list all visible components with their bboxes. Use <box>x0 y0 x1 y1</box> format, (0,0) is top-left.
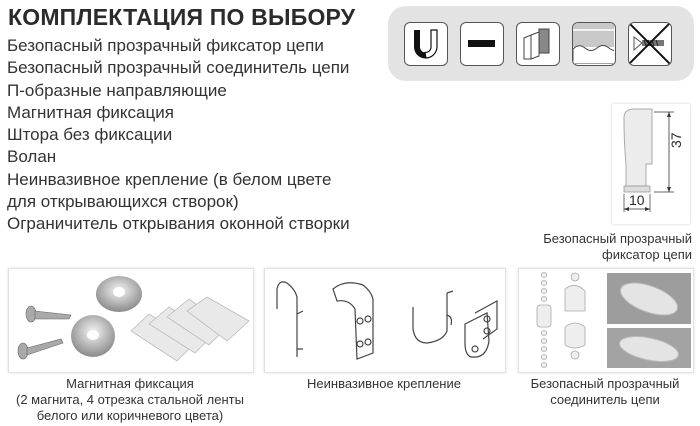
noninvasive-mount-panel <box>264 268 506 373</box>
feature-item: Ограничитель открывания оконной створки <box>7 214 350 234</box>
magnetic-fixation-image <box>17 276 250 362</box>
caption-line: фиксатор цепи <box>602 247 692 262</box>
feature-item: Штора без фиксации <box>7 125 173 145</box>
chain-connector-caption: Безопасный прозрачный соединитель цепи <box>518 376 692 408</box>
magnetic-fixation-panel <box>8 268 254 373</box>
no-fixation-bar-icon <box>460 22 504 66</box>
feature-item: Безопасный прозрачный соединитель цепи <box>7 58 350 78</box>
noninvasive-mount-image <box>276 281 498 360</box>
page-title: КОМПЛЕКТАЦИЯ ПО ВЫБОРУ <box>8 4 356 30</box>
chain-fixer-caption: Безопасный прозрачный фиксатор цепи <box>543 231 692 263</box>
chain-connector-image <box>536 272 691 368</box>
no-drilling-icon <box>628 22 672 66</box>
noninvasive-mount-caption: Неинвазивное крепление <box>307 376 461 391</box>
u-guides-icon <box>516 22 560 66</box>
feature-item: Волан <box>7 147 57 167</box>
chain-fixer-image: 37 10 <box>612 104 690 224</box>
option-icon-bar <box>388 6 694 81</box>
feature-item: П-образные направляющие <box>7 80 227 100</box>
caption-line: Магнитная фиксация <box>66 376 194 391</box>
caption-line: соединитель цепи <box>550 392 660 407</box>
caption-line: Безопасный прозрачный <box>530 376 680 391</box>
feature-list: Безопасный прозрачный фиксатор цепи Безо… <box>7 35 350 236</box>
dimension-height-label: 37 <box>668 132 684 148</box>
magnet-u-icon <box>404 22 448 66</box>
caption-line: (2 магнита, 4 отрезка стальной ленты <box>16 392 244 407</box>
feature-item: Неинвазивное крепление (в белом цвете дл… <box>7 169 332 212</box>
feature-item: Магнитная фиксация <box>7 102 174 122</box>
chain-connector-panel <box>518 268 694 373</box>
valance-icon <box>572 22 616 66</box>
caption-line: Безопасный прозрачный <box>543 231 692 246</box>
dimension-width-label: 10 <box>629 192 645 208</box>
caption-line: белого или коричневого цвета) <box>36 408 224 423</box>
magnetic-fixation-caption: Магнитная фиксация (2 магнита, 4 отрезка… <box>4 376 256 424</box>
feature-item: Безопасный прозрачный фиксатор цепи <box>7 36 324 55</box>
